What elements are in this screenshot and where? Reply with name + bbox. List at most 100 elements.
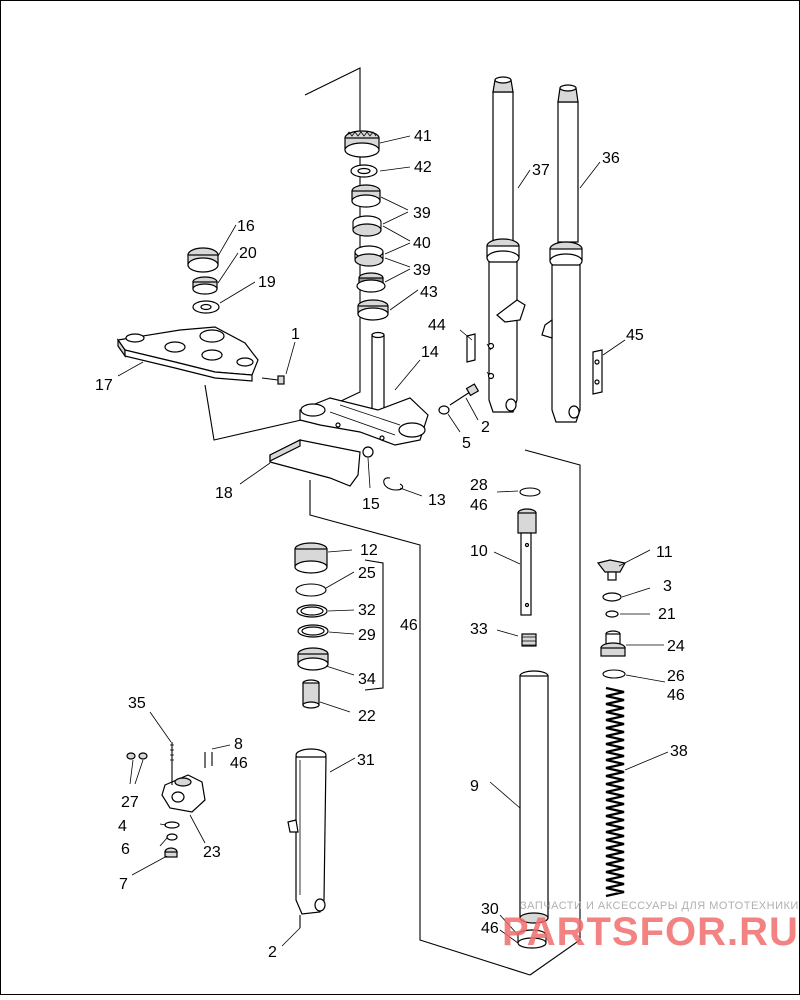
callout-6: 6	[121, 841, 130, 858]
reflector-45	[592, 349, 603, 395]
bearing-cone-39-lower	[356, 272, 386, 293]
callout-7: 7	[119, 876, 128, 893]
screws-27	[126, 752, 148, 760]
bracket-top-clamp	[204, 384, 311, 441]
washer-4	[164, 821, 180, 829]
callout-5: 5	[462, 435, 471, 452]
callout-34: 34	[358, 671, 376, 688]
washer-42	[350, 164, 378, 178]
damper-rod-10	[517, 508, 537, 616]
callout-12: 12	[360, 542, 378, 559]
callout-46-b: 46	[400, 617, 418, 634]
o-ring-21	[605, 610, 619, 618]
bearing-cup-40-lower	[354, 245, 384, 267]
callout-28: 28	[470, 477, 488, 494]
callout-labels: 41 42 39 40 39 4 3 16 20 19 1 17 14 44 37…	[95, 128, 688, 961]
bushing-34	[297, 647, 329, 671]
clip-13	[383, 477, 404, 491]
tube-22	[302, 679, 320, 709]
callout-40: 40	[413, 235, 431, 252]
bushing-12	[294, 542, 328, 574]
plug-24	[600, 630, 626, 657]
screws-8	[204, 752, 213, 768]
callout-1: 1	[291, 326, 300, 343]
callout-20: 20	[239, 245, 257, 262]
steering-stem-lower-clamp-14	[299, 331, 429, 446]
callout-15: 15	[362, 496, 380, 513]
callout-21: 21	[658, 606, 676, 623]
callout-30: 30	[481, 901, 499, 918]
watermark-caption: ЗАПЧАСТИ И АКСЕССУАРЫ ДЛЯ МОТОТЕХНИКИ	[520, 900, 799, 912]
retaining-ring-25	[295, 583, 327, 597]
cap-nut-16	[187, 247, 219, 273]
callout-10: 10	[470, 543, 488, 560]
callout-44: 44	[428, 317, 446, 334]
callout-39-upper: 39	[413, 205, 431, 222]
callout-3: 3	[663, 578, 672, 595]
spring-33	[521, 633, 537, 647]
bracket-slider-right	[524, 449, 581, 976]
callout-11: 11	[656, 544, 673, 561]
seal-43	[357, 299, 389, 321]
callout-8: 8	[234, 736, 243, 753]
callout-39-lower: 39	[413, 262, 431, 279]
fork-spring-38	[605, 686, 625, 898]
callout-46-d: 46	[230, 755, 248, 772]
callout-45: 45	[626, 327, 644, 344]
watermark-logo: PARTSFOR.RU	[502, 910, 799, 954]
nut-7	[164, 847, 178, 858]
slider-31	[287, 748, 327, 915]
callout-38: 38	[670, 743, 688, 760]
callout-37: 37	[532, 162, 550, 179]
callout-27: 27	[121, 794, 139, 811]
callout-42: 42	[414, 159, 432, 176]
callout-2-upper: 2	[481, 419, 490, 436]
stud-35	[170, 742, 174, 785]
adjuster-nut-41	[344, 130, 380, 158]
callout-13: 13	[428, 492, 446, 509]
callout-17: 17	[95, 377, 113, 394]
fork-tube-9	[519, 670, 549, 924]
callout-31: 31	[357, 752, 375, 769]
callout-46-e: 46	[481, 920, 499, 937]
washer-19	[192, 300, 220, 314]
callout-24: 24	[667, 638, 685, 655]
callout-19: 19	[258, 274, 276, 291]
callout-9: 9	[470, 778, 479, 795]
callout-46-c: 46	[667, 687, 685, 704]
callout-23: 23	[203, 844, 221, 861]
lockwasher-6	[166, 833, 178, 841]
callout-29: 29	[358, 627, 376, 644]
fork-assembly-36	[541, 84, 583, 423]
callout-41: 41	[414, 128, 432, 145]
callout-35: 35	[128, 695, 146, 712]
callout-32: 32	[358, 602, 376, 619]
cap-bolt-11	[596, 559, 626, 581]
seal-28	[519, 487, 541, 497]
axle-clamp-23	[161, 774, 206, 813]
o-ring-26	[602, 669, 626, 679]
callout-18: 18	[215, 485, 233, 502]
cover-18	[269, 439, 361, 487]
washer-32	[296, 604, 328, 618]
callout-22: 22	[358, 708, 376, 725]
pinch-bolt-2-upper	[449, 383, 480, 406]
callout-25: 25	[358, 565, 376, 582]
screw-1	[261, 375, 285, 385]
callout-26: 26	[667, 668, 685, 685]
bracket-bearing-stack	[304, 67, 361, 419]
reflector-44	[466, 333, 476, 363]
leader-lines	[117, 135, 669, 947]
callout-2-lower: 2	[268, 944, 277, 961]
callout-16: 16	[237, 218, 255, 235]
seal-29	[297, 624, 329, 638]
washer-3	[602, 592, 622, 602]
callout-33: 33	[470, 621, 488, 638]
callout-46-a: 46	[470, 497, 488, 514]
bearing-cup-40-upper	[352, 215, 382, 237]
callout-14: 14	[421, 344, 439, 361]
callout-4: 4	[118, 818, 127, 835]
bracket-kit-46	[364, 559, 384, 691]
